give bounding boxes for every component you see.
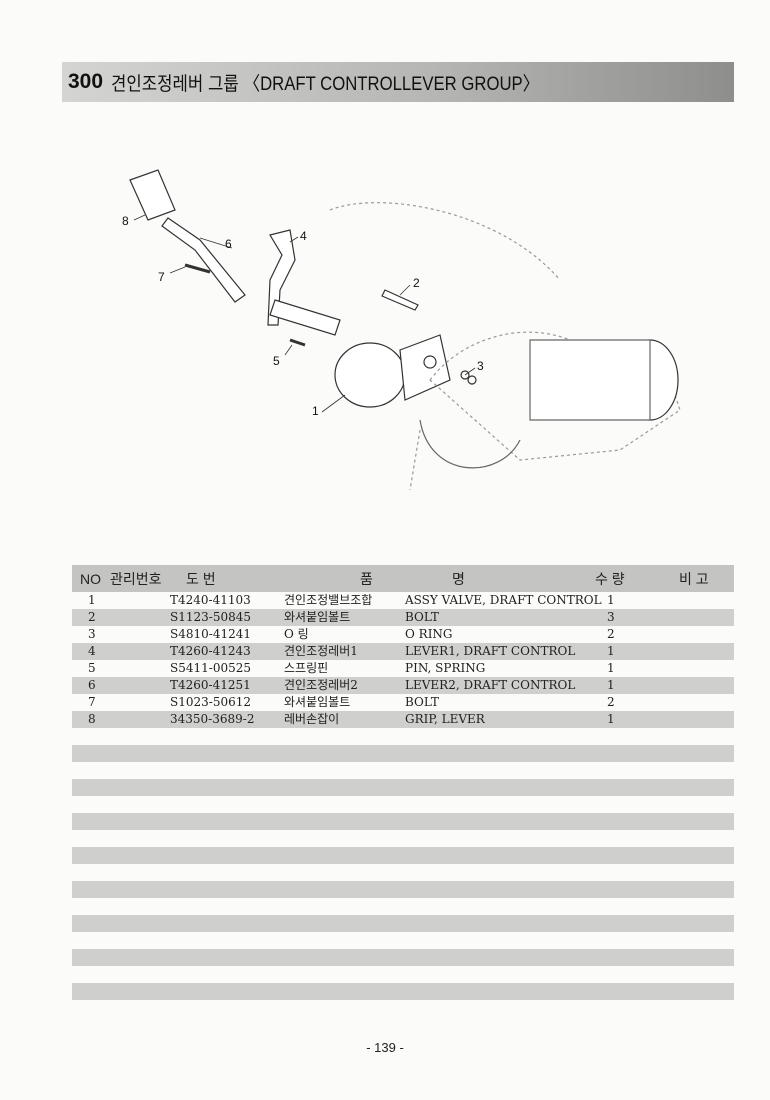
exploded-parts-diagram: 1 2 3 4 5 6 7 8 bbox=[122, 169, 681, 491]
part-number: T4240-41103 bbox=[170, 593, 251, 607]
col-drawing-no: 도 번 bbox=[186, 570, 216, 587]
quantity: 2 bbox=[607, 627, 615, 641]
col-name-2: 명 bbox=[452, 570, 465, 587]
table-row: 6 T4260-41251 견인조정레버2 LEVER2, DRAFT CONTROL… bbox=[72, 677, 734, 694]
section-title: 견인조정레버 그룹 〈DRAFT CONTROLLEVER GROUP〉 bbox=[111, 73, 540, 95]
empty-table-row bbox=[72, 762, 734, 779]
col-qty: 수 량 bbox=[595, 570, 625, 587]
quantity: 1 bbox=[607, 593, 615, 607]
quantity: 2 bbox=[607, 695, 615, 709]
empty-table-row bbox=[72, 864, 734, 881]
callout-6: 6 bbox=[225, 237, 232, 251]
callout-4: 4 bbox=[300, 229, 307, 243]
parts-table: NO 관리번호 도 번 품 명 수 량 비 고 1 T4240-41103 견인조정… bbox=[72, 565, 734, 1000]
col-remarks: 비 고 bbox=[679, 570, 709, 587]
empty-table-row bbox=[72, 983, 734, 1000]
name-korean: O 링 bbox=[284, 627, 309, 641]
part-number: S4810-41241 bbox=[170, 627, 251, 641]
name-korean: 스프링핀 bbox=[284, 661, 329, 675]
name-english: BOLT bbox=[405, 610, 439, 624]
name-korean: 견인조정레버1 bbox=[284, 644, 358, 658]
col-mgmt-no: 관리번호 bbox=[110, 570, 162, 587]
col-name-1: 품 bbox=[360, 570, 373, 587]
part-number: T4260-41251 bbox=[170, 678, 251, 692]
row-no: 4 bbox=[88, 644, 96, 658]
part-number: S1123-50845 bbox=[170, 610, 251, 624]
empty-table-row bbox=[72, 915, 734, 932]
quantity: 1 bbox=[607, 661, 615, 675]
quantity: 1 bbox=[607, 712, 615, 726]
table-row: 4 T4260-41243 견인조정레버1 LEVER1, DRAFT CONTROL… bbox=[72, 643, 734, 660]
empty-table-row bbox=[72, 779, 734, 796]
row-no: 8 bbox=[88, 712, 96, 726]
name-english: BOLT bbox=[405, 695, 439, 709]
empty-table-row bbox=[72, 796, 734, 813]
name-korean: 와셔붙임볼트 bbox=[284, 695, 351, 709]
table-row: 8 34350-3689-2 레버손잡이 GRIP, LEVER 1 bbox=[72, 711, 734, 728]
callout-2: 2 bbox=[413, 276, 420, 290]
empty-table-row bbox=[72, 813, 734, 830]
name-english: LEVER2, DRAFT CONTROL bbox=[405, 678, 576, 692]
callout-8: 8 bbox=[122, 214, 129, 228]
section-number: 300 bbox=[68, 70, 104, 93]
section-title-bar: 300 견인조정레버 그룹 〈DRAFT CONTROLLEVER GROUP〉 bbox=[62, 62, 734, 102]
quantity: 1 bbox=[607, 678, 615, 692]
table-row: 2 S1123-50845 와셔붙임볼트 BOLT 3 bbox=[72, 609, 734, 626]
quantity: 1 bbox=[607, 644, 615, 658]
part-number: S5411-00525 bbox=[170, 661, 251, 675]
part-number: S1023-50612 bbox=[170, 695, 251, 709]
name-english: PIN, SPRING bbox=[405, 661, 486, 675]
name-english: GRIP, LEVER bbox=[405, 712, 485, 726]
col-no: NO bbox=[80, 570, 101, 587]
table-header: NO 관리번호 도 번 품 명 수 량 비 고 bbox=[72, 565, 734, 592]
callout-5: 5 bbox=[273, 354, 280, 368]
row-no: 2 bbox=[88, 610, 96, 624]
empty-table-row bbox=[72, 728, 734, 745]
empty-table-row bbox=[72, 966, 734, 983]
callout-1: 1 bbox=[312, 404, 319, 418]
table-row: 5 S5411-00525 스프링핀 PIN, SPRING 1 bbox=[72, 660, 734, 677]
part-number: T4260-41243 bbox=[170, 644, 251, 658]
part-number: 34350-3689-2 bbox=[170, 712, 255, 726]
empty-table-row bbox=[72, 898, 734, 915]
row-no: 7 bbox=[88, 695, 96, 709]
empty-table-row bbox=[72, 830, 734, 847]
table-row: 3 S4810-41241 O 링 O RING 2 bbox=[72, 626, 734, 643]
row-no: 1 bbox=[88, 593, 96, 607]
name-korean: 견인조정밸브조합 bbox=[284, 593, 373, 607]
callout-7: 7 bbox=[158, 270, 165, 284]
empty-table-row bbox=[72, 932, 734, 949]
row-no: 5 bbox=[88, 661, 96, 675]
page-number: - 139 - bbox=[366, 1040, 404, 1055]
row-no: 3 bbox=[88, 627, 96, 641]
name-korean: 견인조정레버2 bbox=[284, 678, 358, 692]
name-korean: 레버손잡이 bbox=[284, 712, 340, 726]
name-english: LEVER1, DRAFT CONTROL bbox=[405, 644, 576, 658]
empty-table-row bbox=[72, 949, 734, 966]
row-no: 6 bbox=[88, 678, 96, 692]
table-row: 7 S1023-50612 와셔붙임볼트 BOLT 2 bbox=[72, 694, 734, 711]
empty-table-row bbox=[72, 881, 734, 898]
name-english: ASSY VALVE, DRAFT CONTROL bbox=[405, 593, 602, 607]
name-korean: 와셔붙임볼트 bbox=[284, 610, 351, 624]
name-english: O RING bbox=[405, 627, 453, 641]
empty-table-row bbox=[72, 847, 734, 864]
callout-3: 3 bbox=[477, 359, 484, 373]
table-row: 1 T4240-41103 견인조정밸브조합 ASSY VALVE, DRAFT CO… bbox=[72, 592, 734, 609]
quantity: 3 bbox=[607, 610, 615, 624]
empty-table-row bbox=[72, 745, 734, 762]
